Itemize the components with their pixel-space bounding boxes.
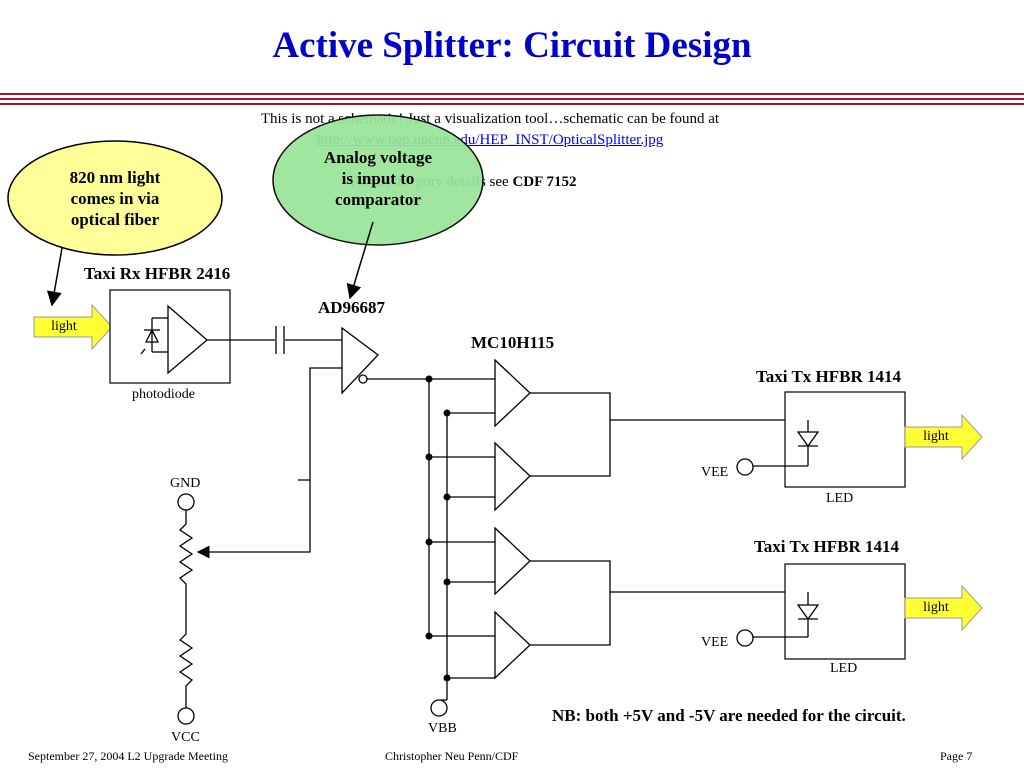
- light-out-arrow-1: [904, 413, 983, 461]
- title-rule-mid: [0, 98, 1024, 100]
- tx2-module-box: [784, 563, 906, 660]
- light-in-label: light: [51, 319, 77, 334]
- gate-output-wires: [530, 392, 809, 646]
- vee-terminal-2: [736, 629, 754, 647]
- vee-label-2: VEE: [701, 635, 729, 650]
- gnd-label: GND: [170, 476, 201, 491]
- vcc-label: VCC: [171, 730, 200, 745]
- voltage-callout-bubble: [272, 114, 484, 246]
- buffer-gate-2: [494, 441, 531, 512]
- buffer-gate-3: [494, 526, 531, 596]
- gate-input-wires: [429, 412, 495, 679]
- voltage-pointer-line: [346, 221, 374, 300]
- fiber-callout-bubble: [7, 140, 223, 256]
- fiber-callout-line-1: 820 nm light: [69, 168, 161, 187]
- voltage-callout-line-1: Analog voltage: [323, 148, 433, 167]
- fiber-callout-line-3: optical fiber: [70, 210, 160, 229]
- buffer-gate-1: [494, 358, 531, 428]
- junction-dots: [425, 375, 451, 682]
- voltage-callout-line-2: is input to: [341, 169, 415, 188]
- tx2-module-caption: LED: [830, 661, 858, 676]
- light-out-arrow-2: [904, 584, 983, 632]
- light-in-arrow: [33, 303, 113, 351]
- light-out-label-2: light: [923, 600, 949, 615]
- cdf-note-ref: CDF 7152: [512, 174, 577, 190]
- fiber-callout-line-2: comes in via: [70, 189, 160, 208]
- rx-module-title: Taxi Rx HFBR 2416: [84, 264, 231, 283]
- led-symbol-2: [752, 592, 820, 638]
- fiber-pointer-line: [46, 247, 63, 307]
- buffer-label: MC10H115: [471, 333, 555, 352]
- voltage-callout-line-3: comparator: [335, 190, 421, 209]
- voltage-callout-text: Analog voltage is input to comparator: [303, 147, 453, 210]
- vee-terminal-1: [736, 458, 754, 476]
- gnd-terminal: [177, 493, 195, 511]
- nb-note: NB: both +5V and -5V are needed for the …: [552, 706, 906, 725]
- footer-date-meeting: September 27, 2004 L2 Upgrade Meeting: [28, 749, 228, 763]
- comparator-label: AD96687: [318, 298, 386, 317]
- tx2-module-title: Taxi Tx HFBR 1414: [754, 537, 900, 556]
- bias-resistor: [178, 628, 194, 708]
- comparator-symbol: [341, 326, 379, 395]
- vbb-label: VBB: [428, 721, 457, 736]
- vbb-terminal: [430, 699, 448, 717]
- wiper-wire: [196, 480, 311, 559]
- reference-wire: [298, 367, 342, 481]
- footer-author: Christopher Neu Penn/CDF: [385, 749, 519, 763]
- fiber-callout-text: 820 nm light comes in via optical fiber: [40, 167, 190, 230]
- tx1-module-title: Taxi Tx HFBR 1414: [756, 367, 902, 386]
- title-rule-bottom: [0, 103, 1024, 105]
- photodiode-symbol: [140, 304, 230, 375]
- light-out-label-1: light: [923, 429, 949, 444]
- vcc-terminal: [177, 707, 195, 725]
- vee-label-1: VEE: [701, 465, 729, 480]
- slide-title: Active Splitter: Circuit Design: [272, 25, 752, 66]
- title-rule-top: [0, 93, 1024, 95]
- tx1-module-caption: LED: [826, 491, 854, 506]
- tx1-module-box: [784, 391, 906, 488]
- rx-module-caption: photodiode: [132, 387, 195, 402]
- potentiometer-resistor: [178, 510, 194, 628]
- coupling-capacitor: [230, 326, 342, 354]
- rx-module-box: [109, 289, 231, 384]
- buffer-gate-4: [494, 610, 531, 680]
- led-symbol-1: [752, 420, 820, 467]
- footer-page-number: Page 7: [940, 749, 973, 763]
